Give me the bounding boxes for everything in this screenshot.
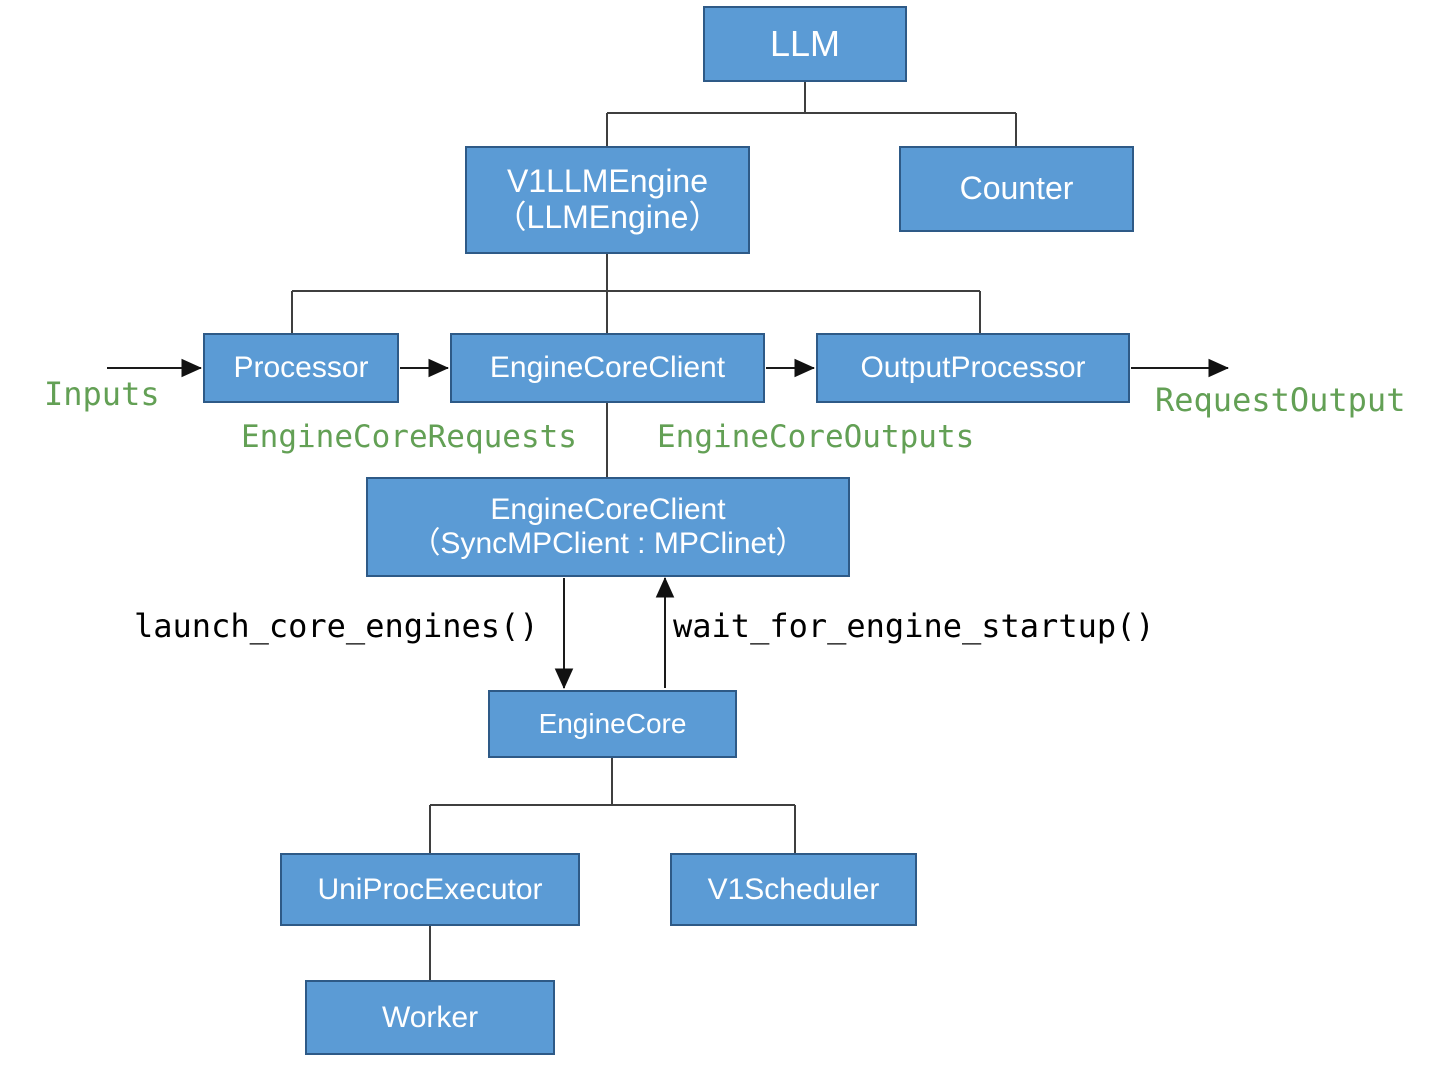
node-enginecoreclient[interactable]: EngineCoreClient [450,333,765,403]
annotation-launch-core-engines: launch_core_engines() [134,607,539,645]
node-llm-label: LLM [769,22,841,64]
node-v1llmengine[interactable]: V1LLMEngine （LLMEngine） [465,146,750,254]
node-outputprocessor-label: OutputProcessor [860,351,1086,385]
node-enginecoreclient-label: EngineCoreClient [489,351,726,385]
node-enginecore[interactable]: EngineCore [488,690,737,758]
node-v1scheduler-label: V1Scheduler [707,872,880,906]
node-syncmpclient-label: EngineCoreClient （SyncMPClient : MPCline… [410,493,806,560]
annotation-engine-core-requests: EngineCoreRequests [241,419,577,455]
node-v1llmengine-label: V1LLMEngine （LLMEngine） [494,163,721,235]
node-processor[interactable]: Processor [203,333,399,403]
annotation-request-output: RequestOutput [1155,381,1406,419]
annotation-engine-core-outputs: EngineCoreOutputs [657,419,975,455]
node-syncmpclient[interactable]: EngineCoreClient （SyncMPClient : MPCline… [366,477,850,577]
annotation-inputs: Inputs [44,375,160,413]
node-enginecore-label: EngineCore [538,708,687,740]
node-uniprocexecutor[interactable]: UniProcExecutor [280,853,580,926]
annotation-wait-for-engine-startup: wait_for_engine_startup() [673,607,1155,645]
node-uniprocexecutor-label: UniProcExecutor [317,872,543,906]
node-worker-label: Worker [381,1000,479,1034]
node-llm[interactable]: LLM [703,6,907,82]
node-counter-label: Counter [959,170,1074,207]
node-v1scheduler[interactable]: V1Scheduler [670,853,917,926]
node-processor-label: Processor [233,351,369,385]
node-outputprocessor[interactable]: OutputProcessor [816,333,1130,403]
node-worker[interactable]: Worker [305,980,555,1055]
node-counter[interactable]: Counter [899,146,1134,232]
